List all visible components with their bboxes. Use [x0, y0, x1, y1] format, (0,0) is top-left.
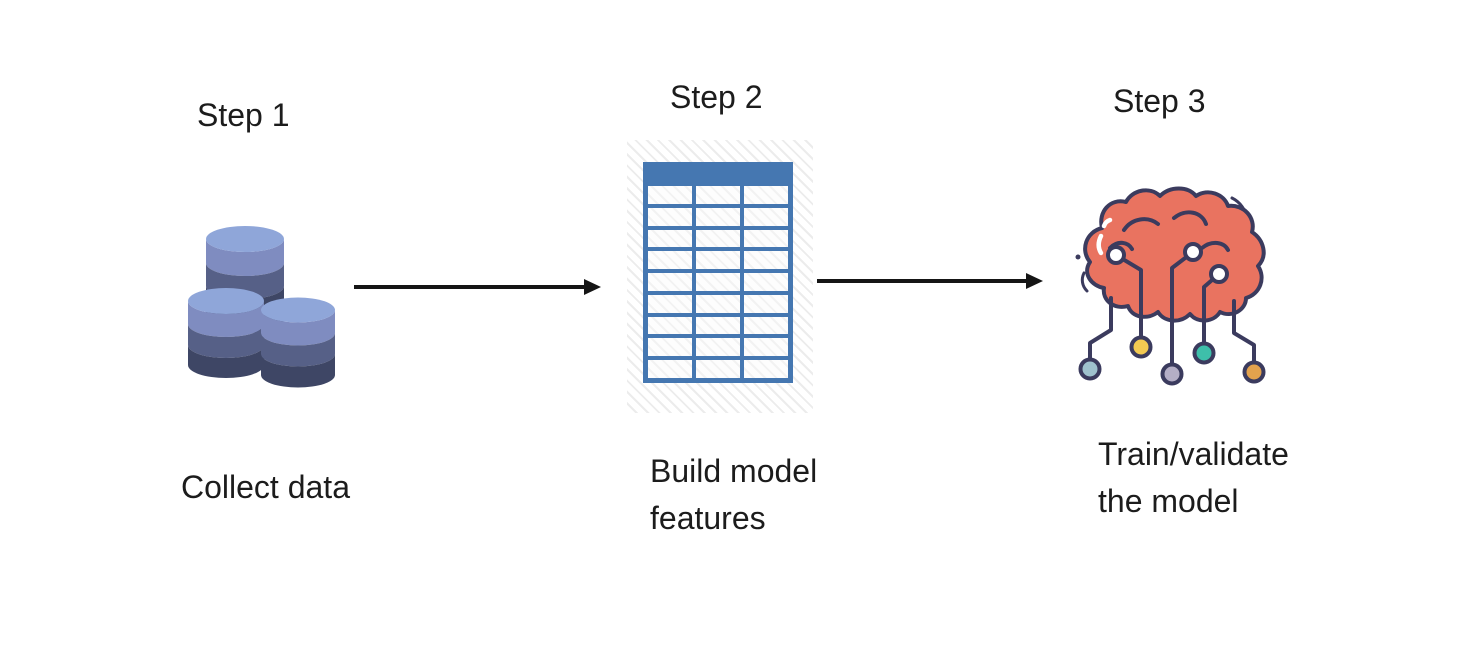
terminal-nodes: [1078, 335, 1266, 386]
table-cell: [696, 273, 740, 291]
table-cell: [744, 207, 788, 226]
database-front-left-cylinder: [188, 288, 264, 378]
table-cell: [744, 338, 788, 357]
node-circle: [1183, 242, 1203, 262]
table-cell: [696, 229, 740, 248]
table-cell: [696, 338, 740, 357]
table-cell: [696, 251, 740, 270]
table-cell: [648, 273, 692, 291]
database-front-right-cylinder: [261, 297, 335, 388]
table-cell: [744, 273, 788, 291]
step-1-label: Step 1: [197, 97, 290, 133]
node-circle: [1106, 245, 1126, 265]
table-cell: [744, 316, 788, 335]
step-2-caption: Build model features: [650, 453, 818, 536]
brain-nodes: [1106, 242, 1229, 284]
table-icon-background: [627, 140, 813, 413]
table-cell: [744, 294, 788, 313]
table-cell: [648, 207, 692, 226]
table-cell: [744, 251, 788, 270]
table-cell: [696, 294, 740, 313]
step-3-label: Step 3: [1113, 83, 1206, 119]
table-icon: [643, 162, 793, 383]
step-2-label: Step 2: [670, 79, 763, 115]
table-cell: [744, 186, 788, 204]
terminal-node-yellow: [1129, 335, 1153, 359]
node-circle: [1209, 264, 1229, 284]
terminal-node-blue: [1078, 357, 1102, 381]
table-cell: [696, 360, 740, 378]
table-cell: [696, 186, 740, 204]
table-cell: [648, 360, 692, 378]
database-icon: [188, 226, 335, 388]
table-cell: [696, 207, 740, 226]
brain-icon: [1075, 186, 1266, 386]
table-cell: [648, 251, 692, 270]
table-cell: [648, 294, 692, 313]
brain-dot-left: [1075, 254, 1081, 260]
step-1-caption: Collect data: [181, 469, 350, 505]
terminal-node-teal: [1192, 341, 1216, 365]
table-cell: [648, 316, 692, 335]
arrow-step1-to-step2: [354, 279, 601, 295]
table-cell: [744, 360, 788, 378]
table-cell: [744, 229, 788, 248]
table-cell: [696, 316, 740, 335]
terminal-node-lavender: [1160, 362, 1184, 386]
brain-shine: [1096, 217, 1113, 256]
table-cell: [648, 186, 692, 204]
terminal-node-orange: [1242, 360, 1266, 384]
arrow-step2-to-step3: [817, 273, 1043, 289]
step-3-caption: Train/validate the model: [1098, 436, 1289, 519]
table-cell: [648, 338, 692, 357]
table-cell: [648, 229, 692, 248]
